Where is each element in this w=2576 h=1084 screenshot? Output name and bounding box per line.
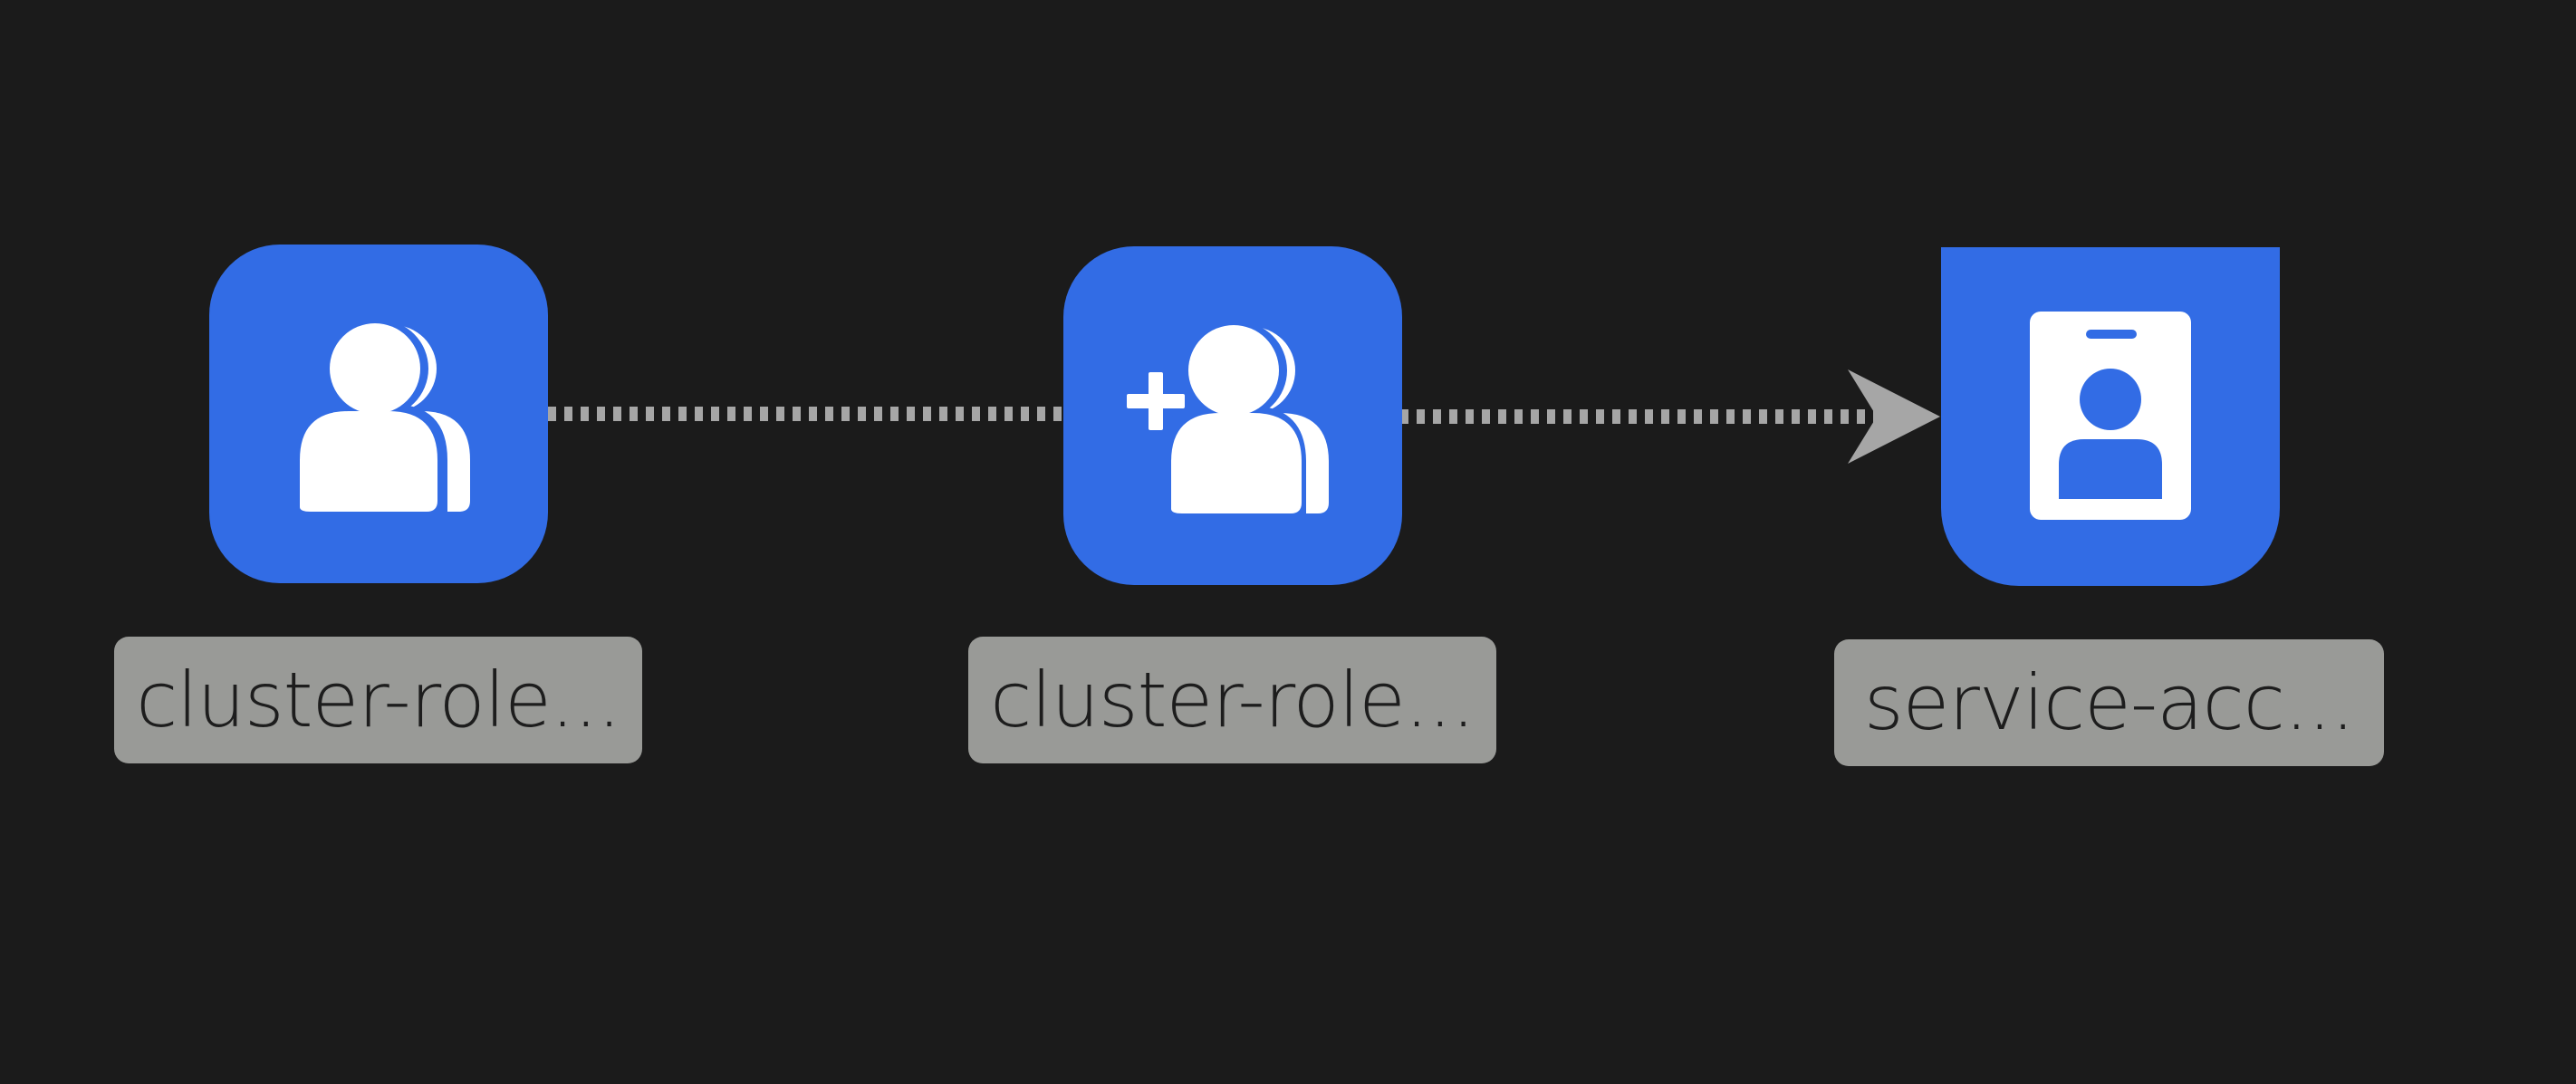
user-add-icon — [1127, 321, 1329, 521]
cluster-role-binding-node-shape[interactable] — [1063, 246, 1402, 585]
cluster-role-node-shape[interactable] — [209, 245, 548, 583]
id-badge-icon — [2030, 312, 2191, 520]
node-label: service-acc... — [1834, 639, 2384, 766]
node-label: cluster-role... — [114, 637, 642, 763]
user-group-icon — [295, 320, 470, 519]
edge-arrowhead — [1848, 369, 1940, 464]
service-account-node-shape[interactable] — [1941, 247, 2280, 586]
node-label: cluster-role... — [968, 637, 1496, 763]
